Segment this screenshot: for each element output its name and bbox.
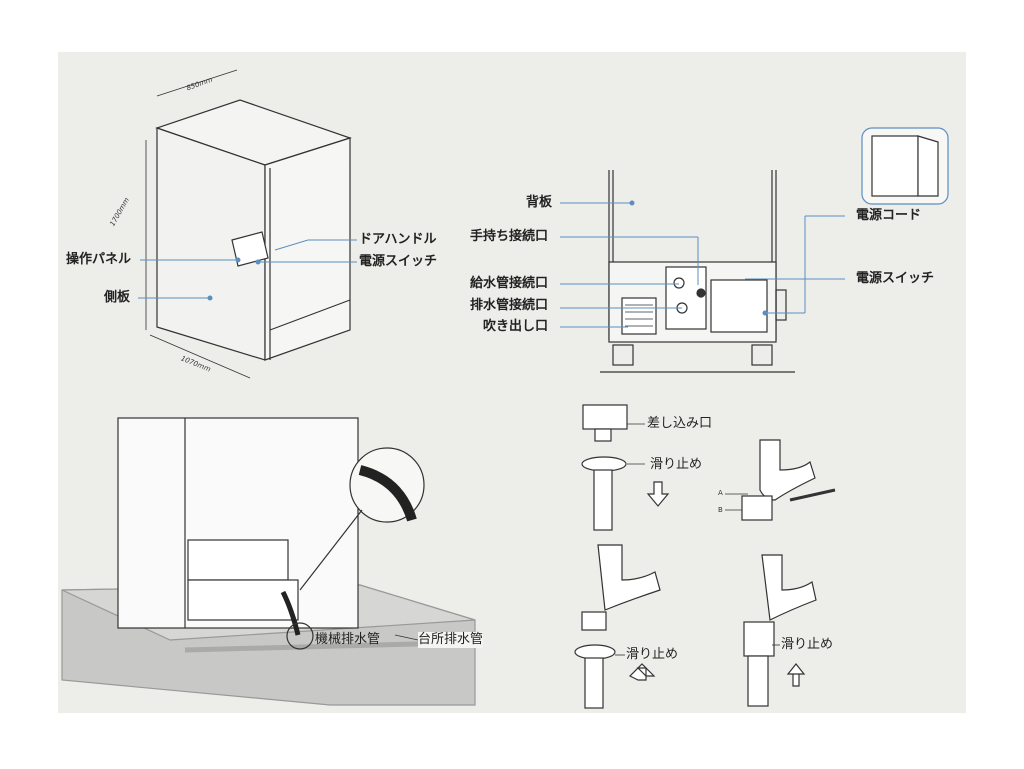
inlet-label: 差し込み口 [647,416,713,431]
back-panel-label: 背板 [526,195,553,210]
callout-lines [394,423,780,656]
cabinet-drawing [145,69,352,379]
rear-power-switch-label: 電源スイッチ [856,271,935,286]
air-outlet-label: 吹き出し口 [483,319,549,334]
stopper-label-2: 滑り止め [626,647,679,662]
control-panel-label: 操作パネル [66,252,132,267]
leader-lines [138,200,845,328]
machine-drain-label: 機械排水管 [315,632,381,647]
stopper-label-3: 滑り止め [781,637,834,652]
handheld-port-label: 手持ち接続口 [470,229,549,244]
kitchen-drain-label: 台所排水管 [418,632,484,648]
drain-drawing [61,417,476,706]
faucet-drawings [574,404,836,709]
rear-view-drawing [600,127,949,373]
stopper-label-1: 滑り止め [650,457,703,472]
power-cord-label: 電源コード [856,208,922,223]
point-a-label: A [718,489,723,497]
side-panel-label: 側板 [104,290,131,305]
water-supply-port-label: 給水管接続口 [470,276,549,291]
door-handle-label: ドアハンドル [359,232,437,247]
drain-port-label: 排水管接続口 [470,298,549,313]
point-b-label: B [718,506,723,514]
cabinet-power-switch-label: 電源スイッチ [359,254,438,269]
